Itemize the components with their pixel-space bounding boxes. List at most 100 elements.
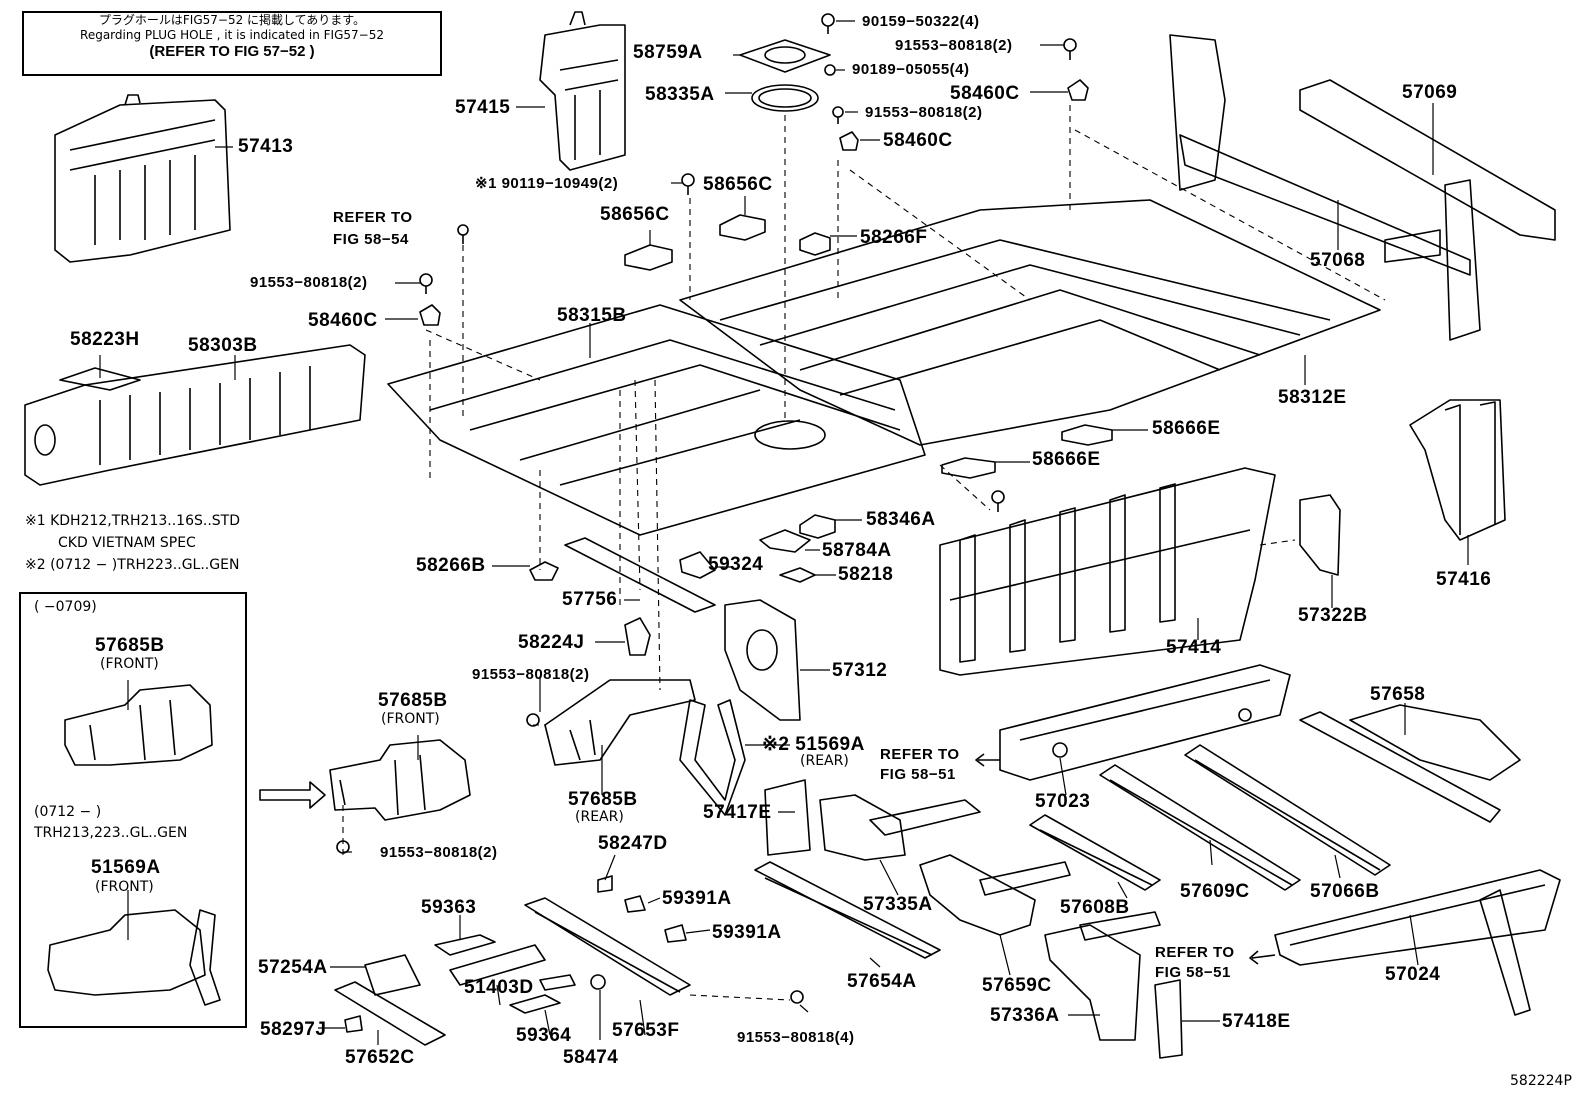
label-57685B-rear[interactable]: 57685B [568, 789, 638, 810]
part-57685B-front-drawing [259, 739, 471, 821]
label-58247D[interactable]: 58247D [598, 833, 668, 854]
label-91553-80818-c[interactable]: 91553−80818(2) [380, 844, 498, 861]
remark-1-cont: CKD VIETNAM SPEC [58, 535, 196, 551]
label-58335A[interactable]: 58335A [645, 84, 715, 105]
label-57023[interactable]: 57023 [1035, 791, 1091, 812]
label-91553-80818-d[interactable]: 91553−80818(4) [737, 1029, 855, 1046]
refer-arrow-2 [1249, 950, 1276, 965]
label-91553-80818-mid[interactable]: 91553−80818(2) [865, 104, 983, 121]
label-58303B[interactable]: 58303B [188, 335, 258, 356]
label-58759A[interactable]: 58759A [633, 42, 703, 63]
label-58656C-a[interactable]: 58656C [703, 174, 773, 195]
remark-1: ※1 KDH212,TRH213..16S..STD [25, 513, 240, 529]
label-57756[interactable]: 57756 [562, 589, 618, 610]
label-57654A[interactable]: 57654A [847, 971, 917, 992]
label-58460C-b[interactable]: 58460C [883, 130, 953, 151]
label-90189-05055[interactable]: 90189−05055(4) [852, 61, 970, 78]
label-58312E[interactable]: 58312E [1278, 387, 1347, 408]
label-58266F[interactable]: 58266F [860, 227, 928, 248]
part-58224J-drawing [624, 617, 651, 656]
note-reference: (REFER TO FIG 57−52 ) [149, 43, 315, 60]
label-51403D[interactable]: 51403D [464, 977, 534, 998]
inset-range-1: ( −0709) [34, 599, 97, 615]
label-57068[interactable]: 57068 [1310, 250, 1366, 271]
refer-fig-58-51-a-line1[interactable]: REFER TO [880, 746, 960, 763]
label-58460C-a[interactable]: 58460C [950, 83, 1020, 104]
refer-fig-58-54-line1[interactable]: REFER TO [333, 209, 413, 226]
part-57024-drawing [1274, 869, 1561, 1016]
label-58315B[interactable]: 58315B [557, 305, 627, 326]
label-58346A[interactable]: 58346A [866, 509, 936, 530]
label-57685B-front[interactable]: 57685B [378, 690, 448, 711]
label-57336A[interactable]: 57336A [990, 1005, 1060, 1026]
label-90159-50322[interactable]: 90159−50322(4) [862, 13, 980, 30]
label-57609C[interactable]: 57609C [1180, 881, 1250, 902]
label-58666E-a[interactable]: 58666E [1152, 418, 1221, 439]
label-58223H[interactable]: 58223H [70, 329, 140, 350]
variant-inset [19, 592, 247, 1028]
label-91553-80818-top[interactable]: 91553−80818(2) [895, 37, 1013, 54]
refer-fig-58-51-b-line1[interactable]: REFER TO [1155, 944, 1235, 961]
label-58224J[interactable]: 58224J [518, 632, 585, 653]
label-57652C[interactable]: 57652C [345, 1047, 415, 1068]
label-58474[interactable]: 58474 [563, 1047, 619, 1068]
label-58784A[interactable]: 58784A [822, 540, 892, 561]
part-57659C-drawing [919, 854, 1071, 936]
label-91553-80818-b[interactable]: 91553−80818(2) [472, 666, 590, 683]
part-57685B-rear-drawing [544, 679, 696, 766]
label-57659C[interactable]: 57659C [982, 975, 1052, 996]
part-57322B-drawing [1299, 494, 1341, 576]
crossmembers [1029, 744, 1391, 891]
label-57658[interactable]: 57658 [1370, 684, 1426, 705]
label-57685B-rear-sub: (REAR) [575, 809, 624, 825]
refer-fig-58-51-a-line2[interactable]: FIG 58−51 [880, 766, 956, 783]
label-57254A[interactable]: 57254A [258, 957, 328, 978]
part-57418E-drawing [1154, 979, 1183, 1059]
label-57024[interactable]: 57024 [1385, 964, 1441, 985]
refer-fig-58-54-line2[interactable]: FIG 58−54 [333, 231, 409, 248]
label-58218[interactable]: 58218 [838, 564, 894, 585]
label-59364[interactable]: 59364 [516, 1025, 572, 1046]
label-90119-10949[interactable]: ※1 90119−10949(2) [475, 175, 619, 192]
part-57312-drawing [724, 599, 801, 721]
leader-lines [99, 20, 1469, 1045]
lower-left-parts [334, 875, 691, 1046]
label-57415[interactable]: 57415 [455, 97, 511, 118]
inset-part-51569A-sub: (FRONT) [95, 879, 154, 895]
label-57312[interactable]: 57312 [832, 660, 888, 681]
label-57417E[interactable]: 57417E [703, 802, 772, 823]
label-57414[interactable]: 57414 [1166, 637, 1222, 658]
label-51569A-rear-sub: (REAR) [800, 753, 849, 769]
label-59324[interactable]: 59324 [708, 554, 764, 575]
plug-hole-note: プラグホールはFIG57−52 に掲載してあります。 Regarding PLU… [22, 11, 442, 76]
label-51569A-rear[interactable]: ※2 51569A [762, 734, 865, 755]
part-57336A-drawing [1044, 911, 1161, 1041]
label-57413[interactable]: 57413 [238, 136, 294, 157]
label-58460C-c[interactable]: 58460C [308, 310, 378, 331]
label-58656C-b[interactable]: 58656C [600, 204, 670, 225]
inset-part-51569A[interactable]: 51569A [91, 857, 161, 878]
label-57418E[interactable]: 57418E [1222, 1011, 1291, 1032]
label-57069[interactable]: 57069 [1402, 82, 1458, 103]
label-59363[interactable]: 59363 [421, 897, 477, 918]
inset-range-2: (0712 − ) [34, 804, 102, 820]
label-57322B[interactable]: 57322B [1298, 605, 1368, 626]
label-59391A-b[interactable]: 59391A [712, 922, 782, 943]
label-59391A-a[interactable]: 59391A [662, 888, 732, 909]
refer-arrow-1 [975, 753, 1000, 767]
part-57023-drawing [999, 664, 1291, 781]
label-57608B[interactable]: 57608B [1060, 897, 1130, 918]
label-58297J[interactable]: 58297J [260, 1019, 327, 1040]
label-57416[interactable]: 57416 [1436, 569, 1492, 590]
refer-fig-58-51-b-line2[interactable]: FIG 58−51 [1155, 964, 1231, 981]
label-57653F[interactable]: 57653F [612, 1020, 680, 1041]
inset-part-57685B[interactable]: 57685B [95, 635, 165, 656]
floor-pan-58315B [387, 304, 926, 536]
label-91553-80818-left[interactable]: 91553−80818(2) [250, 274, 368, 291]
label-58266B[interactable]: 58266B [416, 555, 486, 576]
label-57335A[interactable]: 57335A [863, 894, 933, 915]
label-57066B[interactable]: 57066B [1310, 881, 1380, 902]
label-58666E-b[interactable]: 58666E [1032, 449, 1101, 470]
